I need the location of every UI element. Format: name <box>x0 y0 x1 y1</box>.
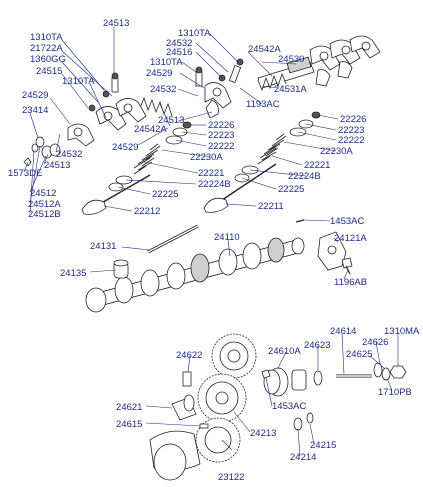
callout-22225: 22225 <box>278 184 304 195</box>
callout-22225: 22225 <box>152 189 178 200</box>
callout-24512B: 24512B <box>28 209 61 220</box>
callout-1310MA: 1310MA <box>384 326 420 337</box>
callout-24532: 24532 <box>166 38 192 49</box>
callout-24513: 24513 <box>158 115 184 126</box>
callout-24135: 24135 <box>60 268 86 279</box>
callout-24614: 24614 <box>330 326 356 337</box>
valve-train-right <box>203 111 321 213</box>
callout-1360GG: 1360GG <box>30 54 66 65</box>
callout-24529: 24529 <box>22 90 48 101</box>
callout-1193AC: 1193AC <box>246 99 280 110</box>
camshaft <box>85 219 353 313</box>
callout-24513: 24513 <box>44 160 70 171</box>
callout-1453AC: 1453AC <box>330 216 364 227</box>
callout-21722A: 21722A <box>30 43 63 54</box>
callout-24121A: 24121A <box>334 233 367 244</box>
valve-train-center <box>81 121 192 215</box>
callout-24621: 24621 <box>116 402 142 413</box>
callout-24532: 24532 <box>56 149 82 160</box>
callout-1196AB: 1196AB <box>334 277 367 288</box>
callout-24625: 24625 <box>346 349 372 360</box>
callout-24532: 24532 <box>150 84 176 95</box>
callout-24215: 24215 <box>310 440 336 451</box>
callout-24512: 24512 <box>30 188 56 199</box>
callout-22223: 22223 <box>208 130 234 141</box>
rocker-shaft-assembly <box>139 35 381 119</box>
callout-labels: 24513 1310TA 21722A 1360GG 24515 1310TA … <box>8 18 420 483</box>
callout-23414: 23414 <box>22 105 48 116</box>
callout-22221: 22221 <box>198 168 224 179</box>
callout-24213: 24213 <box>250 428 276 439</box>
callout-22222: 22222 <box>338 135 364 146</box>
callout-22230A: 22230A <box>190 152 223 163</box>
callout-24530: 24530 <box>278 54 304 65</box>
callout-1573DE: 1573DE <box>8 168 42 179</box>
callout-22222: 22222 <box>208 141 234 152</box>
callout-22221: 22221 <box>304 160 330 171</box>
callout-24512A: 24512A <box>28 199 61 210</box>
callout-24622: 24622 <box>176 350 202 361</box>
callout-1310TA: 1310TA <box>62 76 95 87</box>
callout-1310TA: 1310TA <box>150 57 183 68</box>
callout-24615: 24615 <box>116 419 142 430</box>
callout-23122: 23122 <box>218 472 244 483</box>
callout-1310TA: 1310TA <box>178 28 211 39</box>
callout-24513: 24513 <box>103 18 129 29</box>
callout-22226: 22226 <box>208 120 234 131</box>
callout-1453AC: 1453AC <box>272 401 306 412</box>
callout-24529: 24529 <box>146 68 172 79</box>
callout-24531A: 24531A <box>274 84 307 95</box>
left-rocker-group <box>23 72 147 167</box>
callout-24214: 24214 <box>290 452 316 463</box>
callout-24110: 24110 <box>214 232 240 243</box>
callout-24131: 24131 <box>90 241 116 252</box>
callout-24515: 24515 <box>36 66 62 77</box>
callout-22224B: 22224B <box>198 179 231 190</box>
leader-lines <box>23 26 399 457</box>
callout-24542A: 24542A <box>248 44 281 55</box>
callout-22223: 22223 <box>338 125 364 136</box>
callout-24610A: 24610A <box>268 346 301 357</box>
callout-24529: 24529 <box>112 142 138 153</box>
callout-24623: 24623 <box>304 340 330 351</box>
callout-24516: 24516 <box>166 47 192 58</box>
callout-22212: 22212 <box>134 206 160 217</box>
callout-22224B: 22224B <box>288 171 321 182</box>
gear-train <box>149 333 407 481</box>
callout-24626: 24626 <box>362 337 388 348</box>
callout-24542A: 24542A <box>134 124 167 135</box>
callout-22226: 22226 <box>340 114 366 125</box>
callout-1710PB: 1710PB <box>378 387 412 398</box>
callout-22211: 22211 <box>258 201 284 212</box>
callout-22230A: 22230A <box>320 146 353 157</box>
callout-1310TA: 1310TA <box>30 32 63 43</box>
